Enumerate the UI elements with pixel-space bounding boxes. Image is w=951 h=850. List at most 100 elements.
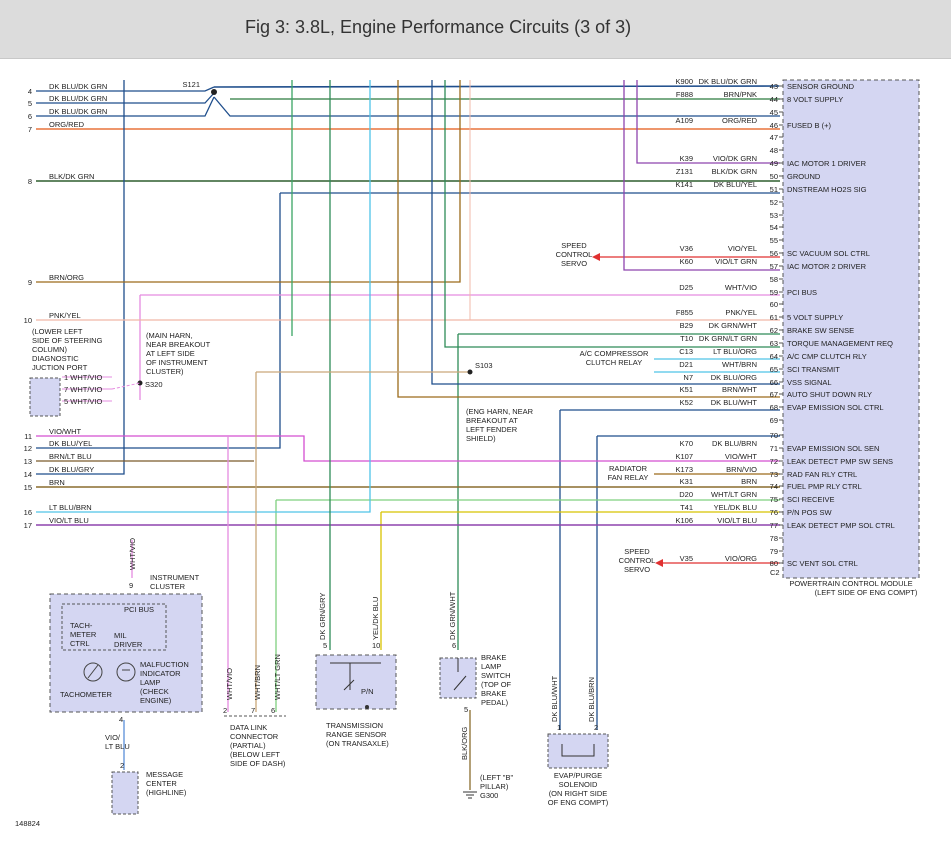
left-wire-color: DK BLU/DK GRN — [49, 94, 107, 103]
pcm-pin-number: 48 — [770, 146, 778, 155]
diag-port-note: COLUMN) — [32, 345, 68, 354]
pcm-wire-color: VIO/WHT — [725, 452, 757, 461]
pcm-circuit-id: K39 — [680, 154, 693, 163]
wire-lt-blu-brn — [36, 80, 371, 513]
brake-switch-label: PEDAL) — [481, 698, 509, 707]
cluster-pin-top: 9 — [129, 581, 133, 590]
pcm-circuit-id: K900 — [675, 77, 693, 86]
pcm-pin-number: 44 — [770, 95, 778, 104]
pcm-wire-color: PNK/YEL — [725, 308, 757, 317]
rad-relay-label: RADIATOR — [609, 464, 648, 473]
wire-brn-org — [36, 80, 461, 283]
cluster-tach-ctrl: METER — [70, 630, 97, 639]
speed-servo-bottom-label: SERVO — [624, 565, 650, 574]
pcm-wire-color: LT BLU/ORG — [713, 347, 757, 356]
pcm-wire-color: VIO/ORG — [725, 554, 757, 563]
pcm-pin-function: A/C CMP CLUTCH RLY — [787, 352, 867, 361]
ground-id: G300 — [480, 791, 498, 800]
pcm-pin-number: 50 — [770, 172, 778, 181]
pcm-circuit-id: K173 — [675, 465, 693, 474]
pcm-pin-function: 8 VOLT SUPPLY — [787, 95, 843, 104]
pcm-title: POWERTRAIN CONTROL MODULE — [789, 579, 912, 588]
pcm-circuit-id: K51 — [680, 385, 693, 394]
pcm-pin-number: 54 — [770, 223, 778, 232]
pcm-pin-number: 79 — [770, 547, 778, 556]
trs-label: (ON TRANSAXLE) — [326, 739, 389, 748]
pcm-wire-color: DK GRN/WHT — [709, 321, 758, 330]
left-wire-number: 15 — [24, 483, 32, 492]
dlc-label: CONNECTOR — [230, 732, 279, 741]
ac-relay-label: CLUTCH RELAY — [586, 358, 643, 367]
pcm-wire-color: BRN/WHT — [722, 385, 757, 394]
pcm-pin-number: 56 — [770, 249, 778, 258]
trs-pin: 5 — [323, 641, 327, 650]
speed-servo-top-label: CONTROL — [556, 250, 593, 259]
cluster-pci-label: PCI BUS — [124, 605, 154, 614]
wire-k60 — [623, 80, 780, 271]
left-wire-color: BRN/ORG — [49, 273, 84, 282]
cluster-tachometer: TACHOMETER — [60, 690, 113, 699]
pcm-circuit-id: K106 — [675, 516, 693, 525]
cluster-wire-label: WHT/VIO — [128, 538, 137, 570]
pcm-wire-color: DK BLU/BRN — [712, 439, 757, 448]
left-wire-color: DK BLU/DK GRN — [49, 107, 107, 116]
pcm-pin-number: 74 — [770, 482, 778, 491]
pcm-pin-function: TORQUE MANAGEMENT REQ — [787, 339, 893, 348]
pcm-pin-number: 77 — [770, 521, 778, 530]
evap-box — [547, 733, 609, 769]
evap-pin: 2 — [594, 723, 598, 732]
trs-label: TRANSMISSION — [326, 721, 383, 730]
pcm-pin-number: 63 — [770, 339, 778, 348]
pcm-pin-function: SENSOR GROUND — [787, 82, 855, 91]
brake-switch-contact — [453, 675, 467, 691]
cluster-title: CLUSTER — [150, 582, 186, 591]
pcm-pin-function: DNSTREAM HO2S SIG — [787, 185, 867, 194]
pcm-pin-number: 49 — [770, 159, 778, 168]
wire-dk-blu-gry — [36, 80, 125, 475]
pcm-pin-number: 45 — [770, 108, 778, 117]
dlc-wire-label: WHT/BRN — [253, 665, 262, 700]
pcm-circuit-id: B29 — [680, 321, 693, 330]
pcm-circuit-id: A109 — [675, 116, 693, 125]
evap-label: EVAP/PURGE — [554, 771, 602, 780]
ground-location: PILLAR) — [480, 782, 509, 791]
left-wire-color: DK BLU/DK GRN — [49, 82, 107, 91]
pcm-circuit-id: K52 — [680, 398, 693, 407]
left-wire-number: 12 — [24, 444, 32, 453]
evap-label: OF ENG COMPT) — [548, 798, 609, 807]
splice-s103-note: BREAKOUT AT — [466, 416, 518, 425]
pcm-wire-color: DK BLU/WHT — [711, 398, 758, 407]
cluster-mil-driver: DRIVER — [114, 640, 143, 649]
pcm-wire-color: DK BLU/YEL — [714, 180, 757, 189]
pcm-pin-function: BRAKE SW SENSE — [787, 326, 854, 335]
splice-s320 — [137, 380, 143, 386]
left-wire-number: 8 — [28, 177, 32, 186]
pcm-pin-number: 68 — [770, 403, 778, 412]
left-wire-color: DK BLU/YEL — [49, 439, 92, 448]
pcm-pin-number: 51 — [770, 185, 778, 194]
speed-servo-top-label: SPEED — [561, 241, 587, 250]
wire-k51 — [397, 80, 780, 398]
left-wire-number: 5 — [28, 99, 32, 108]
figure-id: 148824 — [15, 819, 40, 828]
wire-k107 — [36, 435, 780, 462]
pcm-circuit-id: D21 — [679, 360, 693, 369]
cluster-pci-module — [61, 603, 167, 651]
dlc-label: (PARTIAL) — [230, 741, 266, 750]
pcm-wire-color: DK BLU/ORG — [711, 373, 757, 382]
left-wire-color: DK BLU/GRY — [49, 465, 94, 474]
left-wire-color: PNK/YEL — [49, 311, 81, 320]
brake-switch-label: SWITCH — [481, 671, 511, 680]
left-wire-number: 7 — [28, 125, 32, 134]
pcm-circuit-id: T10 — [680, 334, 693, 343]
diag-port-note: DIAGNOSTIC — [32, 354, 79, 363]
pcm-wire-color: VIO/YEL — [728, 244, 757, 253]
cluster-mil-lamp: LAMP — [140, 678, 160, 687]
pcm-pin-function: LEAK DETECT PMP SOL CTRL — [787, 521, 895, 530]
brake-switch-top-wire: DK GRN/WHT — [448, 591, 457, 640]
brake-switch-label: LAMP — [481, 662, 501, 671]
splice-s121 — [211, 89, 217, 95]
wire-dk-blu-dk-grn — [36, 86, 215, 92]
diag-port-pin: 1 WHT/VIO — [64, 373, 103, 382]
